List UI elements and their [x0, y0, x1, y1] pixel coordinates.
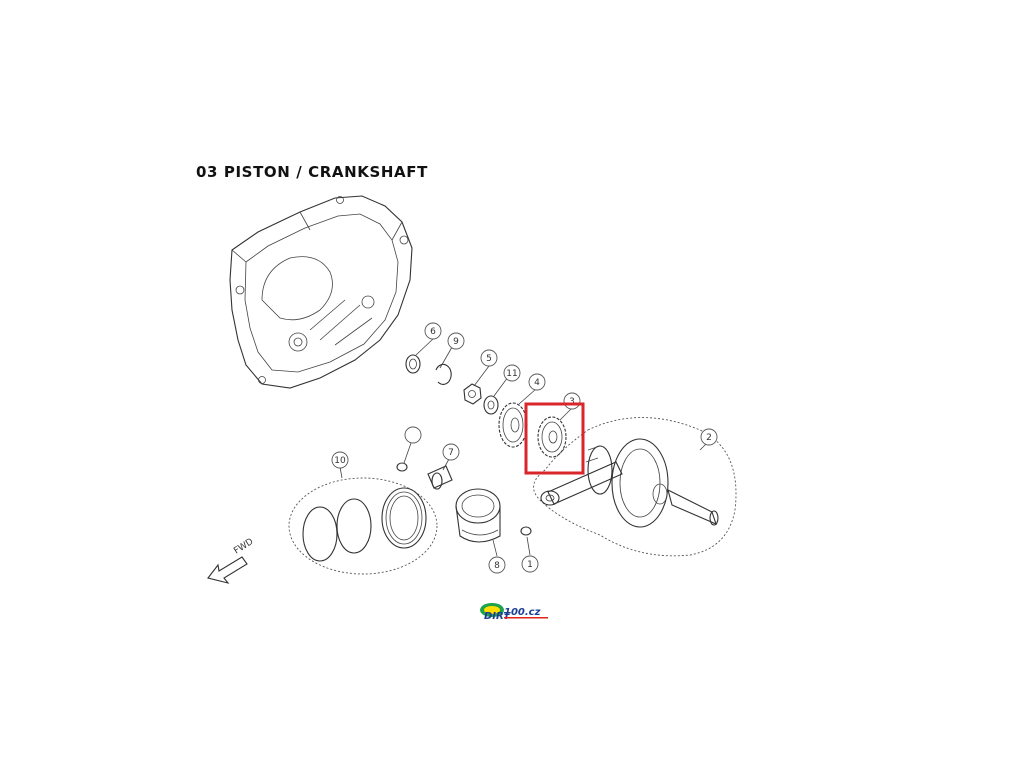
fwd-arrow: FWD — [207, 537, 255, 584]
nut — [463, 383, 482, 405]
svg-text:9: 9 — [453, 337, 459, 347]
svg-text:5: 5 — [486, 354, 492, 364]
crankshaft-assembly — [533, 417, 737, 557]
piston-clip — [520, 526, 532, 536]
callout-3: 3 — [563, 392, 581, 410]
timing-gear — [537, 416, 567, 458]
callout-4: 4 — [528, 373, 546, 391]
callout-2: 2 — [700, 428, 718, 446]
svg-text:10: 10 — [334, 456, 346, 466]
brand-logo: DIRT 100.cz — [480, 603, 548, 622]
svg-text:4: 4 — [534, 378, 540, 388]
piston-pin-clip — [396, 462, 408, 472]
callout-7: 7 — [442, 443, 460, 461]
oil-seal — [405, 354, 421, 374]
circlip — [435, 363, 452, 385]
large-gear — [498, 402, 528, 448]
callout-1-piston-clip: 1 — [521, 555, 539, 573]
washer — [483, 395, 499, 415]
svg-text:DIRT: DIRT — [484, 611, 511, 622]
svg-text:100.cz: 100.cz — [504, 607, 541, 618]
svg-text:3: 3 — [569, 397, 575, 407]
svg-text:2: 2 — [706, 433, 712, 443]
callout-11: 11 — [503, 364, 521, 382]
callout-6: 6 — [424, 322, 442, 340]
svg-text:6: 6 — [430, 327, 436, 337]
fwd-label: FWD — [232, 537, 255, 557]
callout-9: 9 — [447, 332, 465, 350]
piston-pin — [427, 465, 453, 490]
piston — [455, 488, 501, 543]
svg-text:11: 11 — [506, 369, 517, 379]
callout-blank — [404, 426, 422, 444]
svg-text:7: 7 — [448, 448, 454, 458]
callout-10: 10 — [331, 451, 349, 469]
piston-ring-set — [288, 477, 438, 575]
highlight-box — [524, 402, 585, 475]
callout-5: 5 — [480, 349, 498, 367]
crankcase-cover — [229, 195, 413, 389]
diagram-title: 03 PISTON / CRANKSHAFT — [196, 163, 428, 181]
callout-8: 8 — [488, 556, 506, 574]
svg-text:8: 8 — [494, 561, 500, 571]
svg-text:1: 1 — [527, 560, 533, 570]
